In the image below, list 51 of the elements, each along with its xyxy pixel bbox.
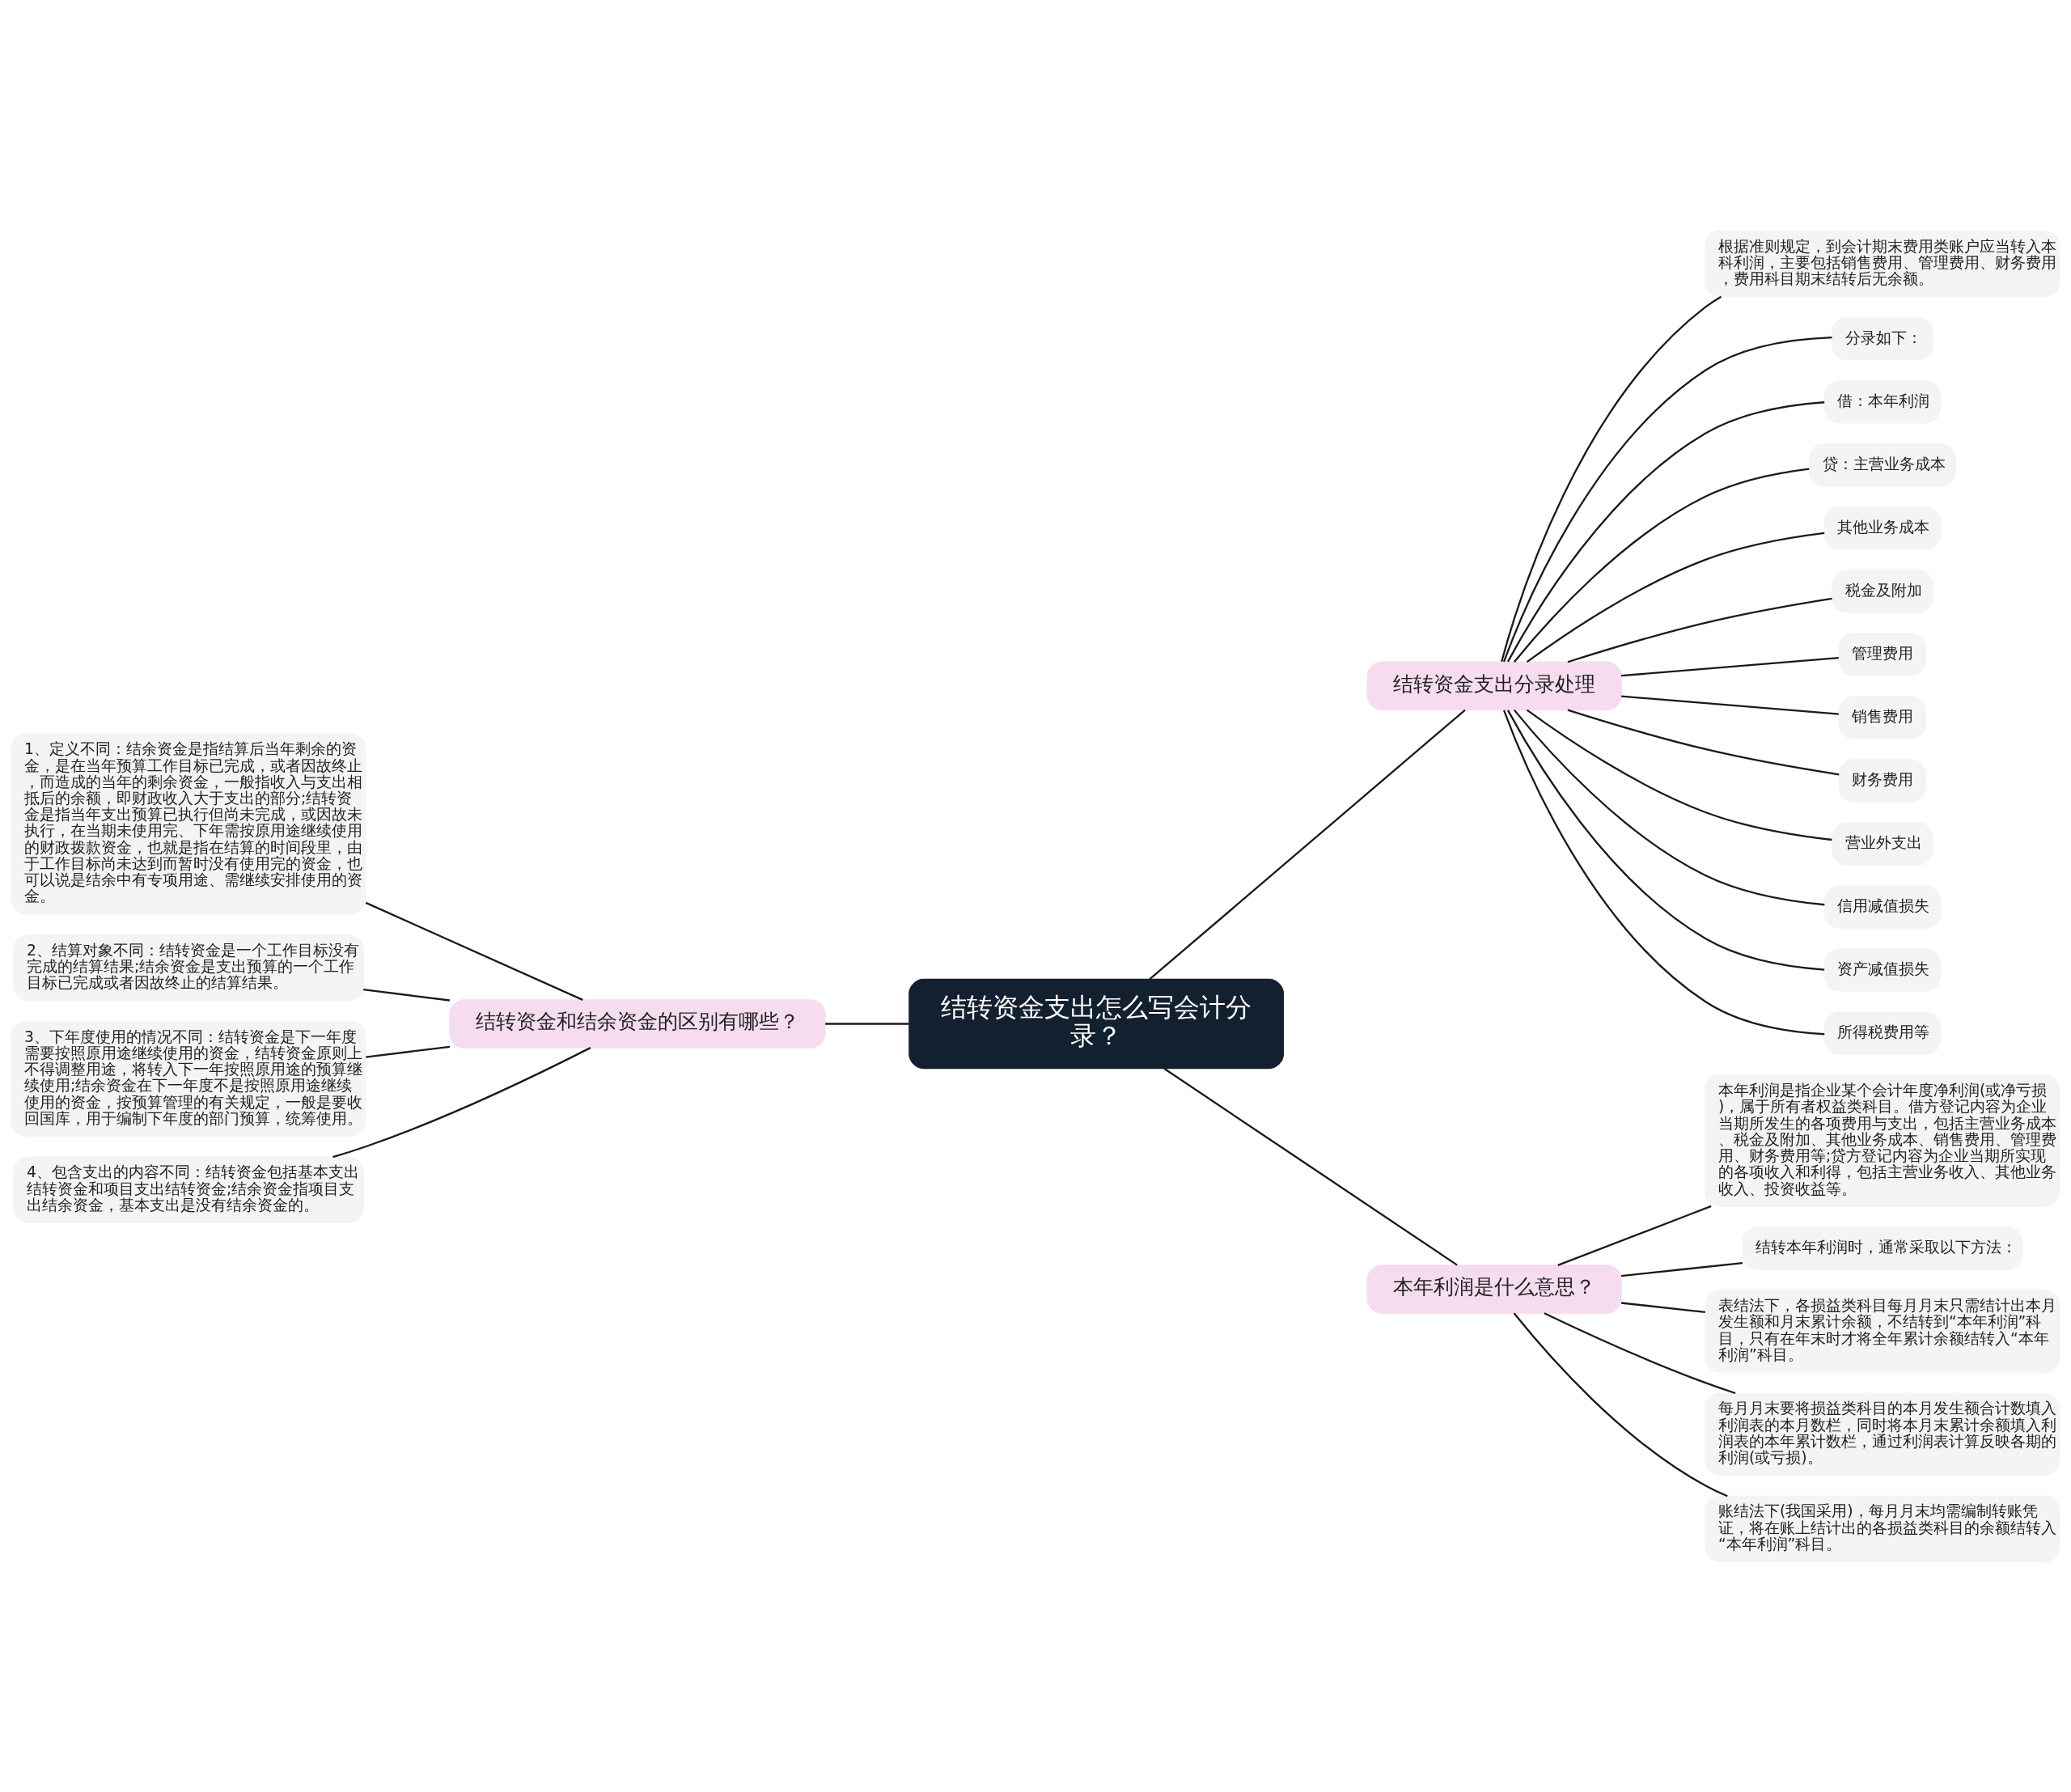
node-box: 营业外支出 xyxy=(1832,821,1933,866)
connector xyxy=(1526,709,1832,841)
node-box: 信用减值损失 xyxy=(1823,884,1942,929)
node-box: 根据准则规定，到会计期末费用类账户应当转入本科利润，主要包括销售费用、管理费用、财务费用，费用科目期末结转后无余额。 xyxy=(1705,230,2060,297)
connector xyxy=(1526,532,1825,663)
node-box: 结转本年利润时，通常采取以下方法： xyxy=(1742,1226,2023,1270)
node-box: 税金及附加 xyxy=(1832,569,1933,613)
node-box: 结转资金支出怎么写会计分录？ xyxy=(908,978,1285,1069)
connector xyxy=(365,901,583,1001)
connector xyxy=(1502,709,1825,1035)
connector xyxy=(1544,1311,1736,1394)
node-box: 管理费用 xyxy=(1838,632,1927,676)
node-box: 其他业务成本 xyxy=(1823,506,1942,550)
node-box: 销售费用 xyxy=(1838,695,1927,739)
node-box: 结转资金和结余资金的区别有哪些？ xyxy=(449,998,826,1049)
connector xyxy=(1620,1261,1743,1277)
node-box: 账结法下(我国采用)，每月月末均需编制转账凭证，将在账上结计出的各损益类科目的余额结转入“本年利润”科目。 xyxy=(1705,1495,2060,1562)
connector xyxy=(1506,709,1825,971)
connector xyxy=(1513,467,1810,663)
node-box: 2、结算对象不同：结转资金是一个工作目标没有完成的结算结果;结余资金是支出预算的一个工作目标已完成或者因故终止的结算结果。 xyxy=(13,934,364,1001)
connector xyxy=(1621,656,1839,676)
node-box: 借：本年利润 xyxy=(1823,379,1942,423)
node-box: 3、下年度使用的情况不同：结转资金是下一年度需要按照原用途继续使用的资金，结转资金原则上不得调整用途，将转入下一年按照原用途的预算继续使用;结余资金在下一年度不是按照原用途继续使用的资金，按预算管理的有关规定，一般是要收回国库，用于编制下年度的部门预算，统筹使用。 xyxy=(11,1020,366,1137)
node-box: 所得税费用等 xyxy=(1823,1010,1942,1055)
connector xyxy=(1506,400,1825,662)
node-box: 表结法下，各损益类科目每月月末只需结计出本月发生额和月末累计余额，不结转到“本年利润”科目，只有在年末时才将全年累计余额结转入“本年利润”科目。 xyxy=(1705,1289,2060,1373)
connector xyxy=(1513,709,1825,905)
node-box: 结转资金支出分录处理 xyxy=(1366,661,1622,710)
node-box: 财务费用 xyxy=(1838,758,1927,803)
connector xyxy=(1621,694,1839,715)
connector xyxy=(1567,708,1840,775)
connector xyxy=(366,1045,451,1058)
node-box: 每月月末要将损益类科目的本月发生额合计数填入利润表的本月数栏，同时将本月末累计余额填入利润表的本年累计数栏，通过利润表计算反映各期的利润(或亏损)。 xyxy=(1705,1392,2060,1476)
connector xyxy=(332,1046,591,1158)
connector xyxy=(1513,1312,1728,1497)
node-box: 本年利润是指企业某个会计年度净利润(或净亏损)，属于所有者权益类科目。借方登记内容为企业当期所发生的各项费用与支出，包括主营业务成本、税金及附加、其他业务成本、销售费用、管理费用、财务费用等;贷方登记内容为企业当期所实现的各项收入和利得，包括主营业务收入、其他业务收入、投资收益等。 xyxy=(1705,1074,2060,1207)
node-box: 资产减值损失 xyxy=(1823,947,1942,992)
connector xyxy=(1149,709,1466,980)
connector xyxy=(1163,1067,1458,1266)
connector xyxy=(1567,597,1832,663)
connector xyxy=(1557,1205,1712,1266)
connector xyxy=(362,988,450,1002)
connector xyxy=(1620,1301,1705,1313)
connector xyxy=(1501,295,1722,662)
connector xyxy=(825,1022,909,1025)
connector xyxy=(1502,336,1832,662)
node-box: 贷：主营业务成本 xyxy=(1808,443,1956,487)
node-box: 4、包含支出的内容不同：结转资金包括基本支出结转资金和项目支出结转资金;结余资金指项目支出结余资金，基本支出是没有结余资金的。 xyxy=(13,1156,364,1223)
node-box: 1、定义不同：结余资金是指结算后当年剩余的资金，是在当年预算工作目标已完成，或者因故终止，而造成的当年的剩余资金，一般指收入与支出相抵后的余额，即财政收入大于支出的部分;结转资金是指当年支出预算已执行但尚未完成，或因故未执行，在当期未使用完、下年需按原用途继续使用的财政拨款资金，也就是指在结算的时间段里，由于工作目标尚未达到而暂时没有使用完的资金，也可以说是结余中有专项用途、需继续安排使用的资金。 xyxy=(11,732,366,914)
node-box: 分录如下： xyxy=(1832,316,1933,360)
node-box: 本年利润是什么意思？ xyxy=(1366,1264,1622,1314)
